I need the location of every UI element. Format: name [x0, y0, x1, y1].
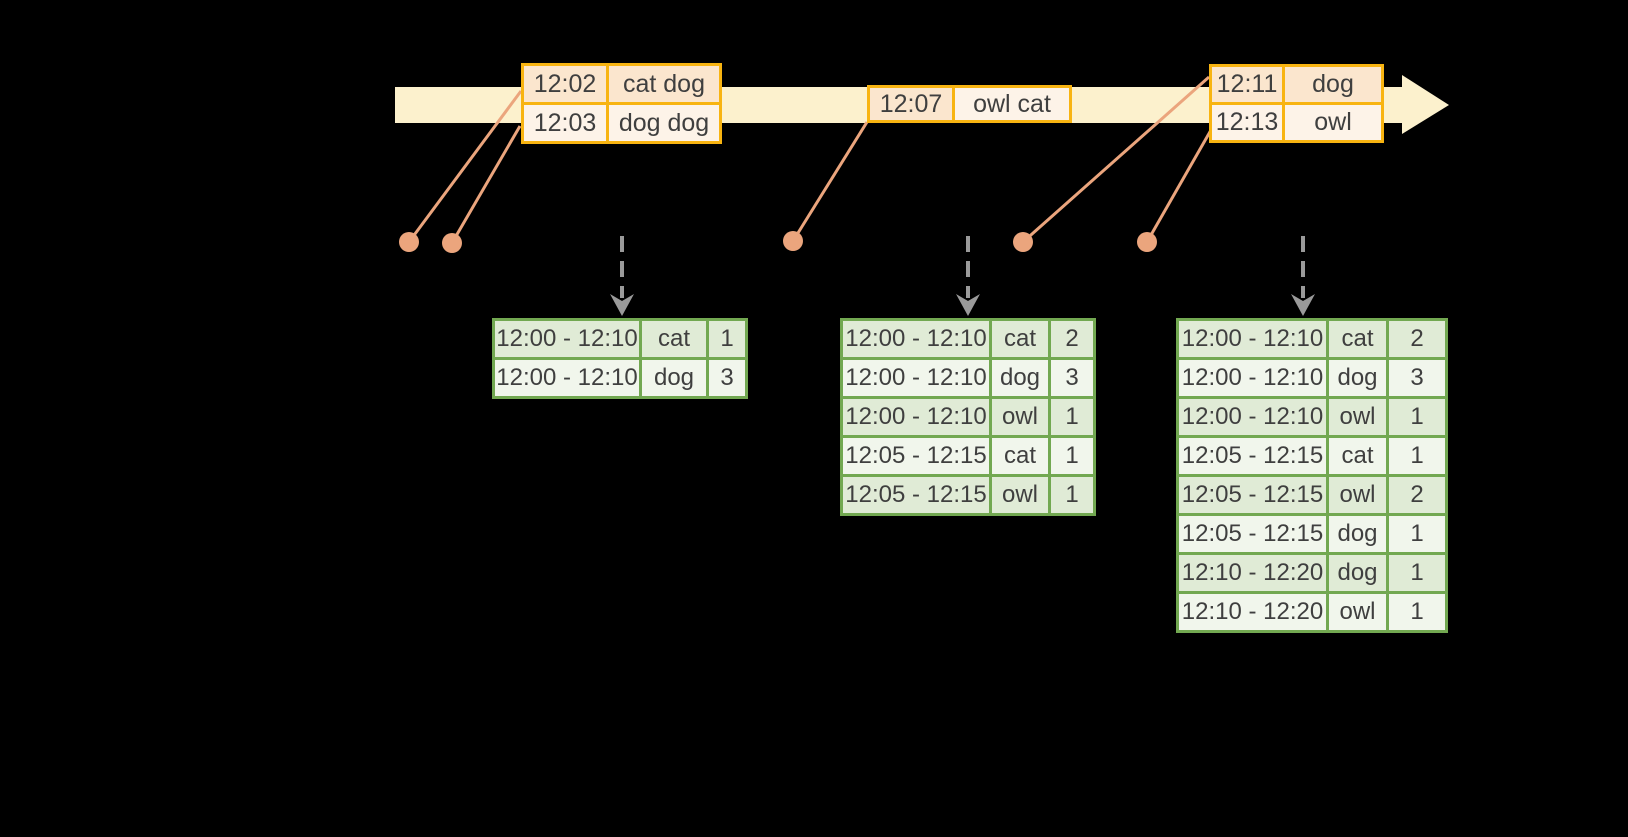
result-count: 3 [1051, 360, 1093, 396]
trigger-arrow-2-head-icon [956, 294, 980, 316]
result-window: 12:00 - 12:10 [495, 360, 639, 396]
event-table-3: 12:11 dog 12:13 owl [1209, 64, 1384, 143]
event-dot-12-11 [1013, 232, 1033, 252]
result-table-1: 12:00 - 12:10 cat 1 12:00 - 12:10 dog 3 [492, 318, 748, 399]
result-window: 12:10 - 12:20 [1179, 555, 1326, 591]
result-window: 12:00 - 12:10 [1179, 399, 1326, 435]
event-words: dog [1285, 67, 1381, 102]
result-word: cat [992, 321, 1048, 357]
event-words: owl cat [955, 88, 1069, 120]
connector-line-12-11 [1022, 75, 1210, 244]
result-word: cat [1329, 321, 1386, 357]
event-table-2: 12:07 owl cat [867, 85, 1072, 123]
event-dot-12-03 [442, 233, 462, 253]
event-time: 12:13 [1212, 105, 1282, 140]
result-word: cat [1329, 438, 1386, 474]
event-time: 12:11 [1212, 67, 1282, 102]
result-word: dog [1329, 360, 1386, 396]
result-table-2: 12:00 - 12:10 cat 2 12:00 - 12:10 dog 3 … [840, 318, 1096, 516]
result-window: 12:00 - 12:10 [495, 321, 639, 357]
trigger-arrow-1-head-icon [610, 294, 634, 316]
result-word: cat [642, 321, 706, 357]
result-count: 1 [1389, 594, 1445, 630]
result-window: 12:05 - 12:15 [1179, 477, 1326, 513]
event-dot-12-07 [783, 231, 803, 251]
event-dot-12-13 [1137, 232, 1157, 252]
result-count: 2 [1389, 321, 1445, 357]
event-time: 12:02 [524, 66, 606, 102]
result-count: 3 [1389, 360, 1445, 396]
result-word: dog [642, 360, 706, 396]
result-count: 1 [1389, 555, 1445, 591]
connector-line-12-02 [407, 90, 523, 243]
event-words: owl [1285, 105, 1381, 140]
event-time: 12:07 [870, 88, 952, 120]
timeline-arrowhead-icon [1402, 75, 1449, 134]
result-word: dog [1329, 516, 1386, 552]
result-count: 3 [709, 360, 745, 396]
connector-line-12-13 [1145, 129, 1213, 243]
result-window: 12:10 - 12:20 [1179, 594, 1326, 630]
result-count: 1 [1389, 399, 1445, 435]
connector-line-12-07 [791, 121, 869, 242]
result-window: 12:05 - 12:15 [843, 477, 989, 513]
event-time: 12:03 [524, 105, 606, 141]
result-window: 12:05 - 12:15 [843, 438, 989, 474]
result-word: owl [992, 399, 1048, 435]
result-word: owl [1329, 594, 1386, 630]
result-window: 12:00 - 12:10 [843, 360, 989, 396]
event-words: dog dog [609, 105, 719, 141]
result-window: 12:00 - 12:10 [1179, 321, 1326, 357]
connector-line-12-03 [450, 125, 522, 244]
trigger-arrow-1 [610, 236, 634, 316]
result-count: 1 [1051, 477, 1093, 513]
result-count: 2 [1389, 477, 1445, 513]
trigger-arrow-2 [956, 236, 980, 316]
result-count: 1 [1051, 399, 1093, 435]
result-word: dog [1329, 555, 1386, 591]
event-dot-12-02 [399, 232, 419, 252]
result-window: 12:00 - 12:10 [843, 321, 989, 357]
result-count: 1 [709, 321, 745, 357]
trigger-arrow-3 [1291, 236, 1315, 316]
result-count: 2 [1051, 321, 1093, 357]
result-count: 1 [1389, 516, 1445, 552]
event-table-1: 12:02 cat dog 12:03 dog dog [521, 63, 722, 144]
result-window: 12:00 - 12:10 [843, 399, 989, 435]
result-word: cat [992, 438, 1048, 474]
result-window: 12:05 - 12:15 [1179, 438, 1326, 474]
result-table-3: 12:00 - 12:10 cat 2 12:00 - 12:10 dog 3 … [1176, 318, 1448, 633]
result-count: 1 [1051, 438, 1093, 474]
trigger-arrow-3-head-icon [1291, 294, 1315, 316]
result-window: 12:00 - 12:10 [1179, 360, 1326, 396]
result-word: owl [992, 477, 1048, 513]
event-words: cat dog [609, 66, 719, 102]
result-word: dog [992, 360, 1048, 396]
result-word: owl [1329, 399, 1386, 435]
result-word: owl [1329, 477, 1386, 513]
result-window: 12:05 - 12:15 [1179, 516, 1326, 552]
result-count: 1 [1389, 438, 1445, 474]
